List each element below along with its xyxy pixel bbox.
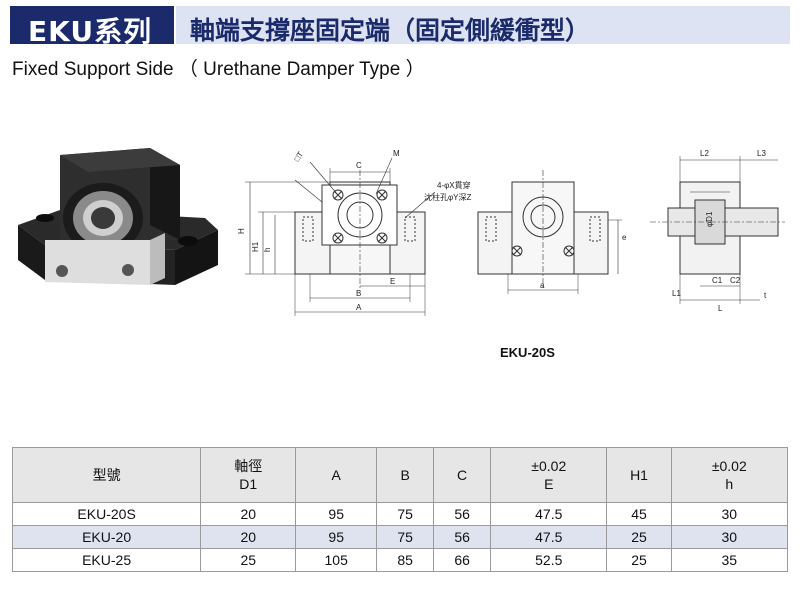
front-view-drawing [245,157,436,316]
table-row: EKU-25 25 105 85 66 52.5 25 35 [11,548,789,572]
rear-view-labels: a e [540,233,627,290]
label-phiD1: φD1 [705,211,714,227]
label-square-T: □T [292,150,305,163]
section-view-labels: L2 L3 φD1 L1 C1 C2 L t [672,149,767,313]
model-caption: EKU-20S [500,345,555,360]
series-label: EKU系列 [28,15,153,48]
page-title: 軸端支撐座固定端（固定側緩衝型） [190,16,591,45]
rear-view-drawing [477,170,622,294]
title-box: 軸端支撐座固定端（固定側緩衝型） [176,6,790,45]
header-model: 型號 [11,447,202,503]
table-row: EKU-20 20 95 75 56 47.5 25 30 [11,525,789,549]
label-H1: H1 [251,241,260,252]
label-C: C [356,161,362,170]
label-e: e [622,233,627,242]
technical-drawing: □T C M 4-φX貫穿 沈柱孔φY深Z H H1 h E B A a e [18,148,785,316]
header-a: A [295,447,378,503]
label-A: A [356,303,362,312]
label-L: L [718,304,723,313]
label-B: B [356,289,361,298]
front-view-labels: □T C M 4-φX貫穿 沈柱孔φY深Z H H1 h E B A [237,149,472,312]
label-a: a [540,281,545,290]
section-view-drawing [650,156,785,304]
label-t: t [764,291,767,300]
label-L1: L1 [672,289,681,298]
header-c: C [433,447,492,503]
product-photo [18,148,218,285]
label-C2: C2 [730,276,741,285]
label-E: E [390,277,395,286]
label-M: M [393,149,400,158]
table-row: EKU-20S 20 95 75 56 47.5 45 30 [11,502,789,526]
label-hole-note-1: 4-φX貫穿 [437,180,471,190]
label-h: h [263,248,272,252]
label-hole-note-2: 沈柱孔φY深Z [424,192,472,202]
label-L3: L3 [757,149,766,158]
page-header: EKU系列 軸端支撐座固定端（固定側緩衝型） [0,0,800,50]
label-H: H [237,228,246,234]
series-label-box: EKU系列 [10,6,174,48]
label-L2: L2 [700,149,709,158]
page-subtitle: Fixed Support Side （ Urethane Damper Typ… [12,59,425,80]
header-h1: H1 [606,447,672,503]
label-C1: C1 [712,276,723,285]
header-b: B [376,447,435,503]
